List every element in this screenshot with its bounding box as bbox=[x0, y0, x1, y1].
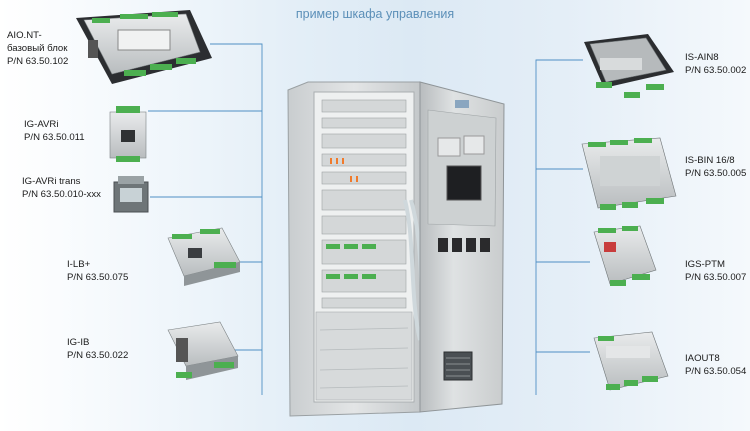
aio-nt-module bbox=[76, 10, 212, 84]
control-cabinet bbox=[287, 81, 505, 417]
is-ain8-module bbox=[584, 34, 674, 98]
ig-avri-trans-module bbox=[113, 176, 149, 213]
ig-ib-module bbox=[167, 321, 239, 380]
i-lb-module bbox=[167, 227, 241, 286]
igs-ptm-module bbox=[593, 225, 657, 286]
label-i-lb: I-LB+P/N 63.50.075 bbox=[67, 259, 129, 283]
ig-avri-module bbox=[109, 106, 147, 162]
iaout8-module bbox=[593, 331, 669, 391]
page-title: пример шкафа управления bbox=[295, 7, 455, 21]
is-bin-module bbox=[581, 137, 677, 210]
